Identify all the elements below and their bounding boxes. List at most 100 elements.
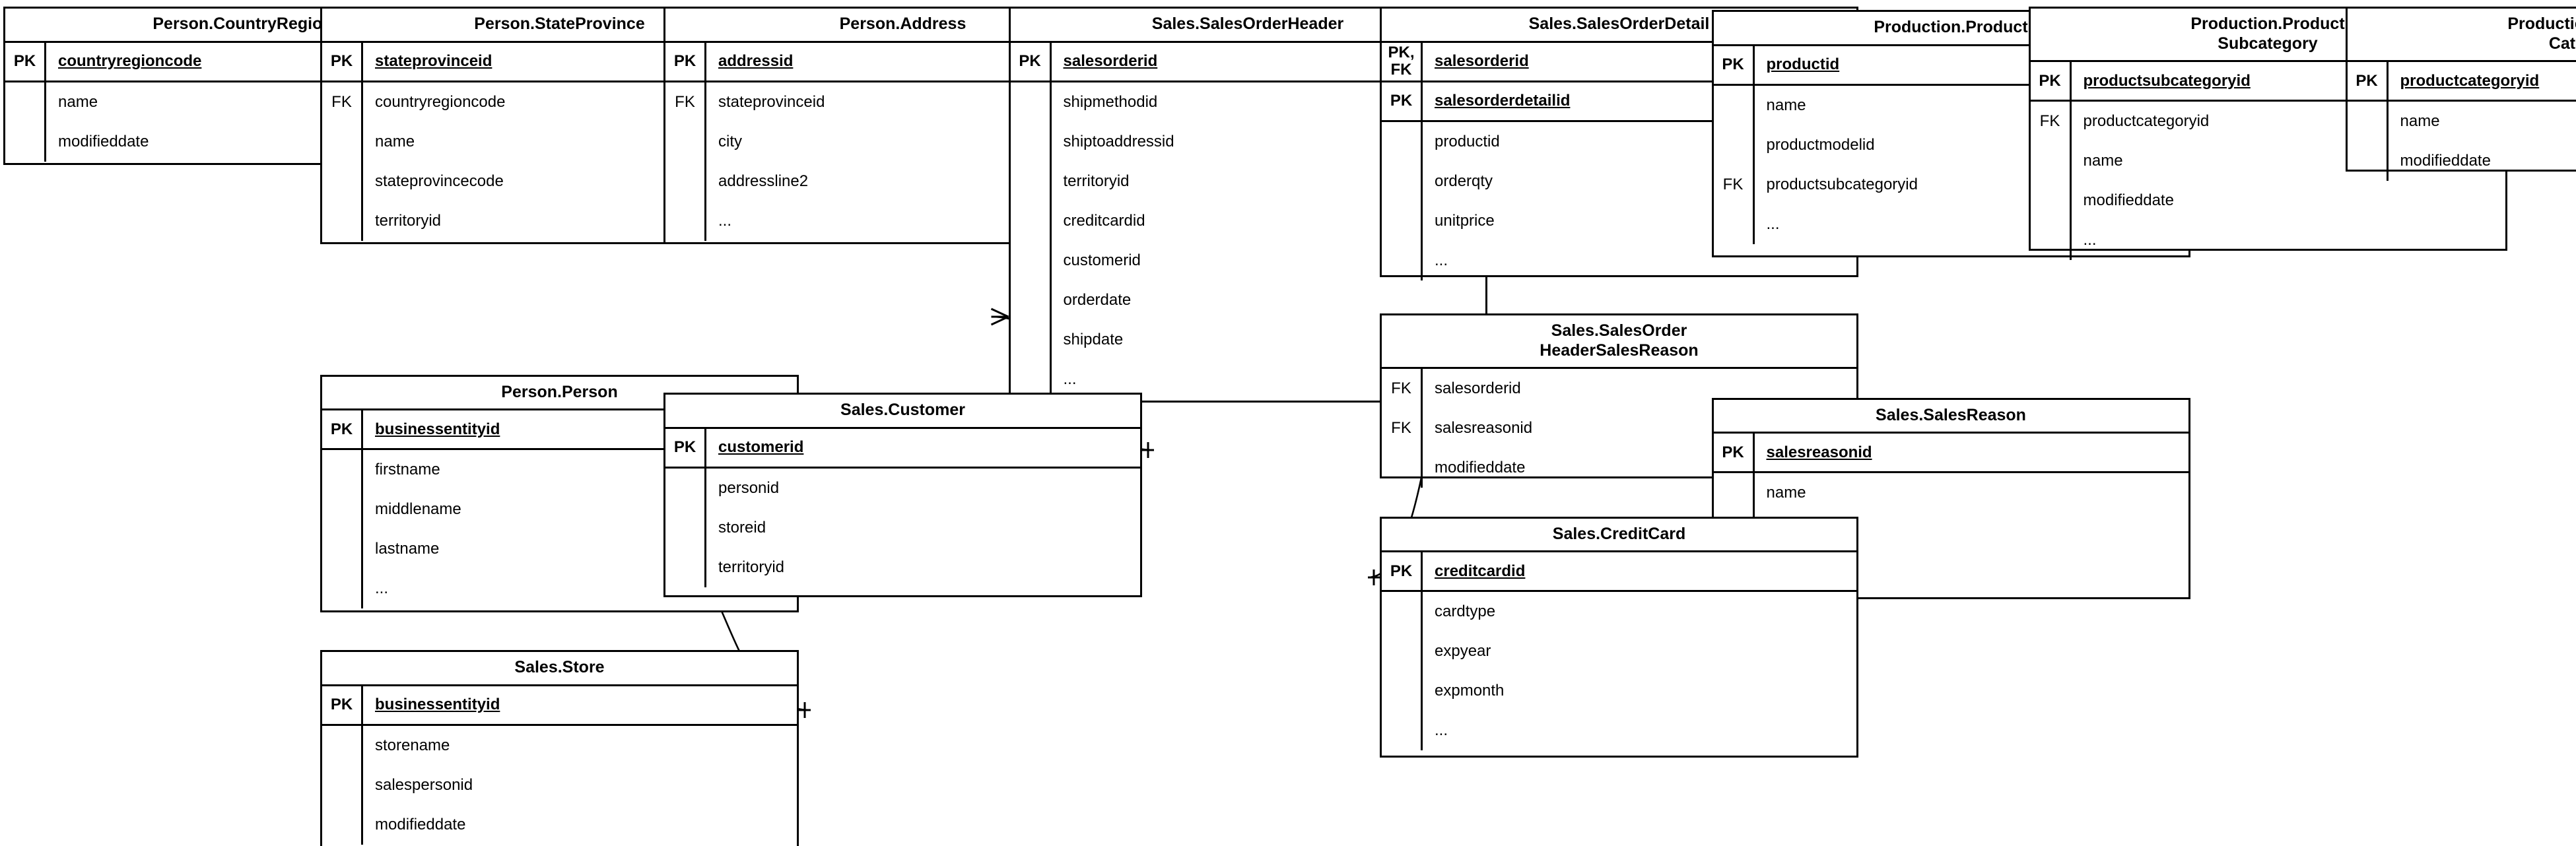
key-indicator: FK xyxy=(1391,379,1411,397)
attribute-name: lastname xyxy=(375,540,440,558)
key-column xyxy=(1382,592,1423,750)
key-indicator: PK xyxy=(665,428,706,467)
key-column xyxy=(665,468,706,587)
attribute-name: name xyxy=(2400,112,2440,130)
pk-row: PK businessentityid xyxy=(322,410,797,450)
attribute-name: customerid xyxy=(1063,251,1141,269)
pk-row: PK salesorderdetailid xyxy=(1382,82,1856,122)
entity-title: Sales.Store xyxy=(322,652,797,686)
key-indicator xyxy=(322,490,361,529)
key-indicator xyxy=(1714,473,1753,513)
key-indicator xyxy=(665,548,704,587)
entity-title: Sales.SalesOrderDetail xyxy=(1382,9,1856,43)
entity-productcategory[interactable]: Production.Product CategoryPKproductcate… xyxy=(2345,7,2576,181)
attribute-name: ... xyxy=(1435,721,1448,739)
attribute-name: orderqty xyxy=(1435,172,1493,190)
key-indicator xyxy=(5,82,44,122)
attribute-name: name xyxy=(375,132,415,150)
attribute-name: productid xyxy=(1766,55,1840,73)
attribute-name: ... xyxy=(1766,214,1780,233)
key-indicator: PK xyxy=(322,686,363,724)
key-indicator xyxy=(1382,592,1421,632)
entity-title: Sales.SalesOrder HeaderSalesReason xyxy=(1382,315,1856,369)
attribute-name: businessentityid xyxy=(375,420,500,438)
key-indicator xyxy=(1714,86,1753,125)
attribute-name: salesreasonid xyxy=(1766,443,1872,461)
key-indicator xyxy=(1382,162,1421,201)
attribute-name: cardtype xyxy=(1435,602,1496,620)
key-column xyxy=(322,725,363,845)
attribute-block: name modifieddate xyxy=(5,82,480,162)
key-indicator xyxy=(1011,280,1050,320)
pk-row: PK customerid xyxy=(665,428,1140,469)
attribute-name: businessentityid xyxy=(375,696,500,713)
key-indicator xyxy=(1382,671,1421,711)
attribute-name: city xyxy=(718,132,742,150)
attribute-name: stateprovincecode xyxy=(375,172,504,190)
key-indicator xyxy=(1382,711,1421,750)
key-indicator: FK xyxy=(1722,175,1744,193)
key-column xyxy=(1011,82,1052,399)
key-column xyxy=(322,450,363,608)
key-indicator: PK xyxy=(1382,82,1423,120)
key-indicator: PK, FK xyxy=(1382,42,1423,81)
key-indicator xyxy=(322,726,361,765)
attribute-name: firstname xyxy=(375,461,440,478)
key-indicator xyxy=(5,122,44,162)
key-column: FK xyxy=(322,82,363,241)
attribute-name: productcategoryid xyxy=(2400,71,2540,90)
attribute-name: modifieddate xyxy=(58,132,149,150)
key-indicator xyxy=(665,122,704,162)
attribute-name: salesorderdetailid xyxy=(1435,92,1571,110)
attribute-name: ... xyxy=(375,579,389,597)
attribute-name: storename xyxy=(375,736,450,754)
key-indicator xyxy=(1011,122,1050,162)
attribute-name: name xyxy=(58,92,98,111)
key-indicator: PK xyxy=(665,42,706,81)
key-indicator xyxy=(665,469,704,508)
attribute-name: customerid xyxy=(718,438,804,456)
key-indicator xyxy=(1011,201,1050,241)
attribute-name: ... xyxy=(2083,231,2097,249)
key-indicator xyxy=(1714,205,1753,244)
key-column xyxy=(2348,102,2389,181)
attribute-name: orderdate xyxy=(1063,290,1132,309)
key-indicator: PK xyxy=(322,410,363,448)
entity-title: Person.Person xyxy=(322,377,797,410)
key-indicator xyxy=(665,508,704,548)
key-indicator xyxy=(322,122,361,162)
key-indicator xyxy=(1382,201,1421,241)
key-indicator xyxy=(1382,632,1421,671)
attribute-name: addressline2 xyxy=(718,172,809,190)
key-column: FK xyxy=(665,82,706,241)
key-indicator xyxy=(322,569,361,608)
key-indicator: FK xyxy=(675,92,695,111)
key-indicator: PK xyxy=(1714,434,1755,471)
attribute-name: personid xyxy=(718,478,780,497)
attribute-name: storeid xyxy=(718,518,766,537)
pk-row: PK salesreasonid xyxy=(1713,434,2188,473)
key-indicator: PK xyxy=(2031,62,2072,100)
name-column: name modifieddate xyxy=(46,82,480,162)
key-indicator: PK xyxy=(1011,42,1052,81)
entity-title: Sales.Customer xyxy=(665,395,1140,429)
